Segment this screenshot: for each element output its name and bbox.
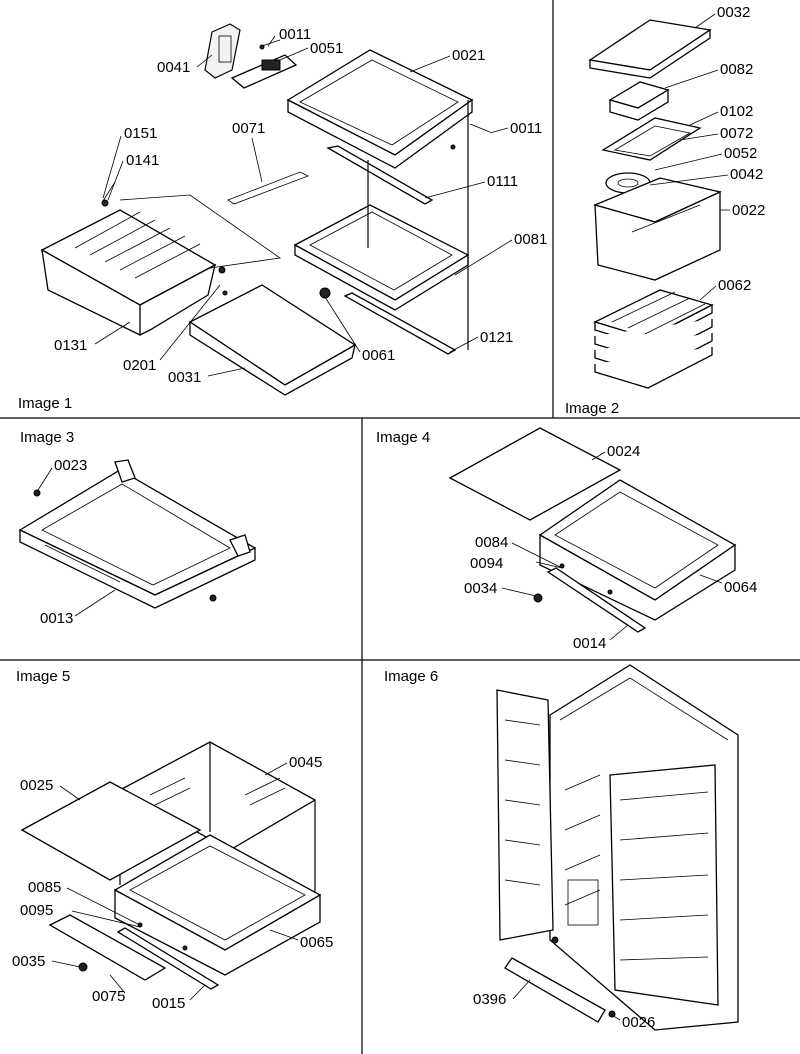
part-label: 0102 [720, 103, 753, 120]
part-label: 0396 [473, 991, 506, 1008]
part-label: 0071 [232, 120, 265, 137]
panel-image-5 [20, 741, 322, 990]
part-label: 0131 [54, 337, 87, 354]
cover-panel-part [448, 427, 622, 521]
part-label: 0111 [487, 173, 518, 190]
panel-title-4: Image 4 [376, 429, 430, 446]
panel-image-6 [496, 664, 739, 1031]
part-label: 0081 [514, 231, 547, 248]
part-labels: 0041 0011 0051 0021 0011 0071 0111 0151 … [12, 4, 765, 1031]
lower-rail-part [343, 292, 457, 355]
ice-trays-stack-part [593, 289, 714, 389]
glass-panel-part [20, 781, 202, 881]
bolt-part [319, 287, 331, 299]
part-label: 0065 [300, 934, 333, 951]
part-label: 0011 [510, 120, 542, 137]
part-label: 0014 [573, 635, 606, 652]
part-label: 0026 [622, 1014, 655, 1031]
part-label: 0031 [168, 369, 201, 386]
part-label: 0201 [123, 357, 156, 374]
part-label: 0032 [717, 4, 750, 21]
panel-title-6: Image 6 [384, 668, 438, 685]
part-label: 0024 [607, 443, 640, 460]
part-label: 0062 [718, 277, 751, 294]
part-label: 0034 [464, 580, 497, 597]
part-label: 0023 [54, 457, 87, 474]
part-label: 0013 [40, 610, 73, 627]
panel-title-2: Image 2 [565, 400, 619, 417]
part-label: 0072 [720, 125, 753, 142]
part-label: 0095 [20, 902, 53, 919]
part-label: 0141 [126, 152, 159, 169]
part-label: 0085 [28, 879, 61, 896]
part-label: 0121 [480, 329, 513, 346]
panel-title-3: Image 3 [20, 429, 74, 446]
panel-titles: Image 1 Image 2 Image 3 Image 4 Image 5 … [16, 395, 619, 685]
freezer-door-part [496, 689, 554, 941]
part-label: 0064 [724, 579, 757, 596]
part-label: 0025 [20, 777, 53, 794]
rod-part [227, 171, 309, 205]
part-label: 0022 [732, 202, 765, 219]
panel-title-5: Image 5 [16, 668, 70, 685]
part-label: 0094 [470, 555, 503, 572]
middle-shelf-part [293, 204, 470, 301]
part-label: 0015 [152, 995, 185, 1012]
part-label: 0082 [720, 61, 753, 78]
part-label: 0051 [310, 40, 343, 57]
part-label: 0011 [279, 26, 311, 43]
part-label: 0151 [124, 125, 157, 142]
panel-image-2 [588, 19, 722, 389]
dispenser-cover-part [204, 23, 241, 79]
part-label: 0061 [362, 347, 395, 364]
panel-image-4 [448, 427, 737, 633]
handle-part-p5 [48, 914, 167, 981]
part-label: 0045 [289, 754, 322, 771]
part-label: 0035 [12, 953, 45, 970]
panel-title-1: Image 1 [18, 395, 72, 412]
part-label: 0021 [452, 47, 485, 64]
part-label: 0084 [475, 534, 508, 551]
rail-part-p4 [546, 567, 647, 633]
part-label: 0041 [157, 59, 190, 76]
part-label: 0075 [92, 988, 125, 1005]
ice-tray-part [601, 117, 702, 161]
rail-part [326, 145, 434, 205]
panel-image-3 [18, 459, 257, 609]
part-label: 0052 [724, 145, 757, 162]
panel-image-1 [40, 23, 491, 396]
part-label: 0042 [730, 166, 763, 183]
toe-grille-part [504, 957, 606, 1023]
leader-lines [37, 13, 730, 1021]
fresh-food-door-part [609, 764, 719, 1006]
